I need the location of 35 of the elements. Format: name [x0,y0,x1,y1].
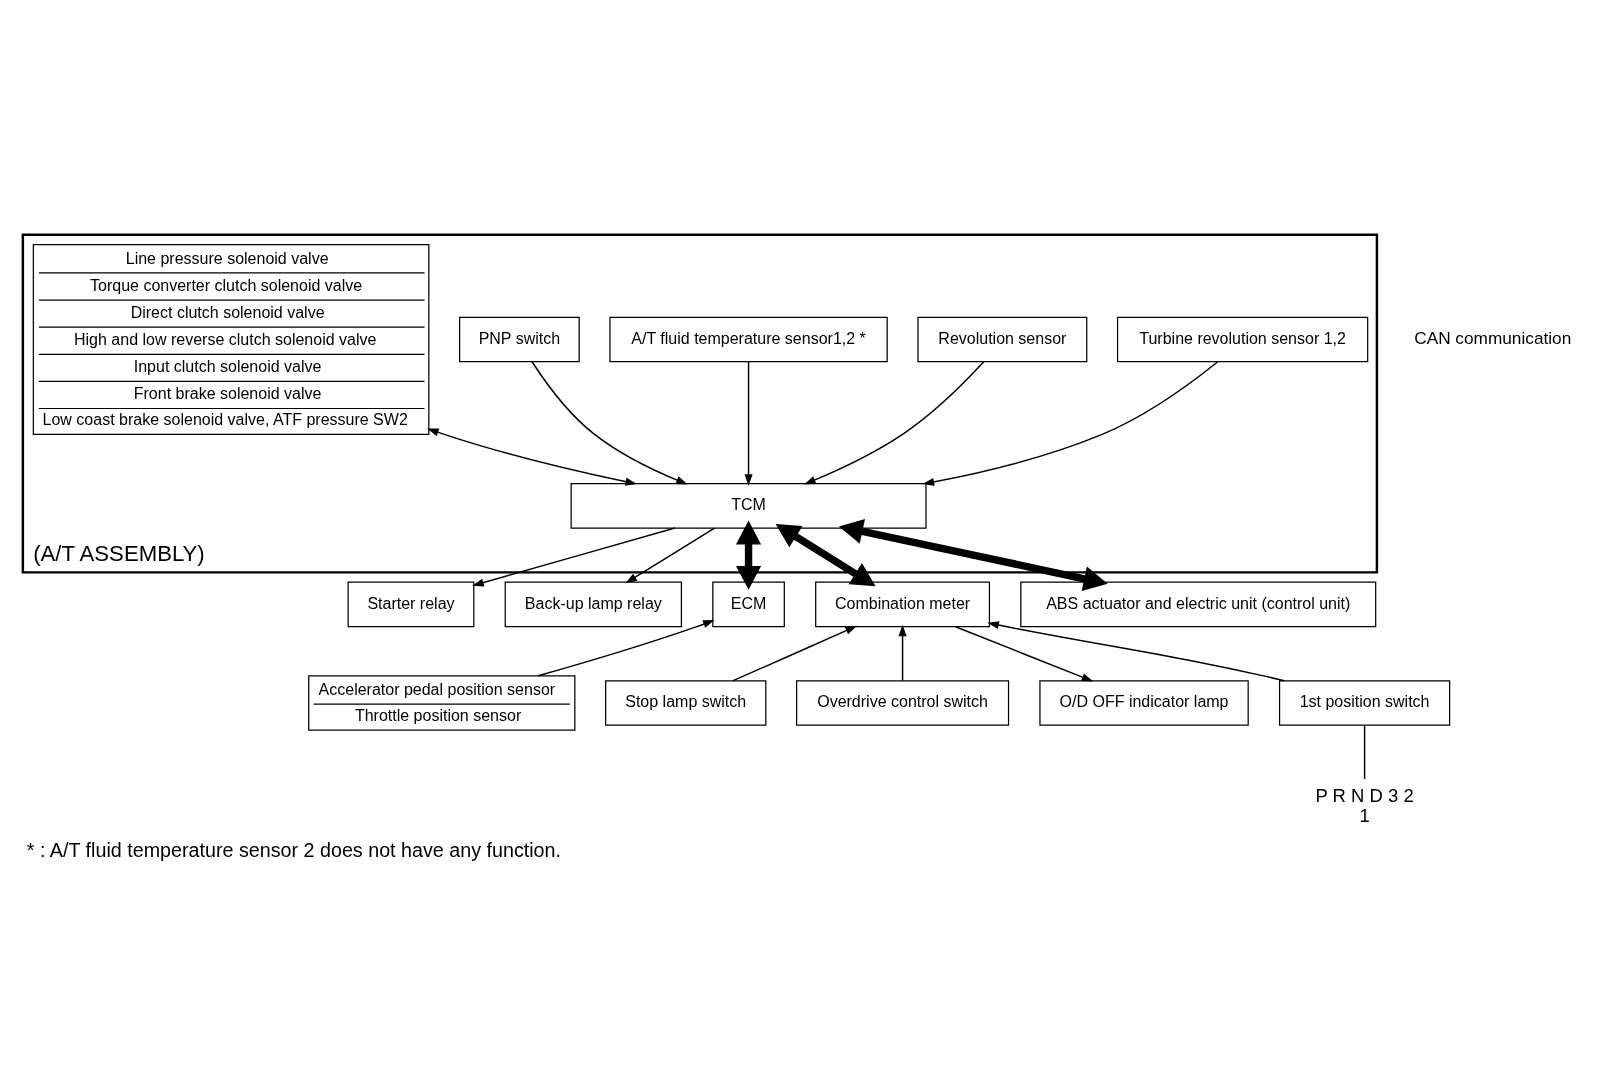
connector [1363,724,1366,780]
node-box: Starter relay [347,581,475,627]
node-box: Line pressure solenoid valve Torque converter clutch solenoid valve Direct clutch solenoid valve High and low reverse clutch solenoid valve Input clutch solenoid valve Front brake solenoid valve Low coast brake solenoid valve, ATF pressure SW2 [32,243,430,435]
label: CAN communication [1414,327,1572,348]
node-box: 1st position switch [1278,679,1451,726]
node-text: P R N D 3 2 1 [1315,784,1414,826]
arrow [922,360,1219,486]
node-box: Back-up lamp relay [504,581,683,627]
arrow [744,360,753,486]
node-box: Stop lamp switch [605,679,767,726]
arrow [472,526,676,586]
arrow [531,360,688,484]
node-box: Accelerator pedal position sensor Throttle position sensor [308,674,576,731]
arrow [427,427,637,486]
arrow [804,360,985,484]
node-box: A/T fluid temperature sensor1,2 * [609,316,888,362]
node-box: Overdrive control switch [796,679,1010,726]
node-box: TCM [570,482,927,529]
arrow [838,518,1108,591]
node-box: Combination meter [815,581,991,627]
arrow [625,526,716,583]
arrow [775,523,876,586]
node-box: Turbine revolution sensor 1,2 [1116,316,1369,362]
arrow [898,624,907,681]
arrow [732,625,858,681]
arrow [735,519,762,590]
arrow [537,619,715,676]
node-box: O/D OFF indicator lamp [1039,679,1249,726]
node-box: Revolution sensor [917,316,1088,362]
node-box: ECM [712,581,785,627]
arrow [987,620,1285,681]
node-box: ABS actuator and electric unit (control unit) [1020,581,1377,627]
arrow [954,625,1094,682]
caption: * : A/T fluid temperature sensor 2 does not have any function. [26,838,561,861]
node-box: PNP switch [459,316,580,362]
